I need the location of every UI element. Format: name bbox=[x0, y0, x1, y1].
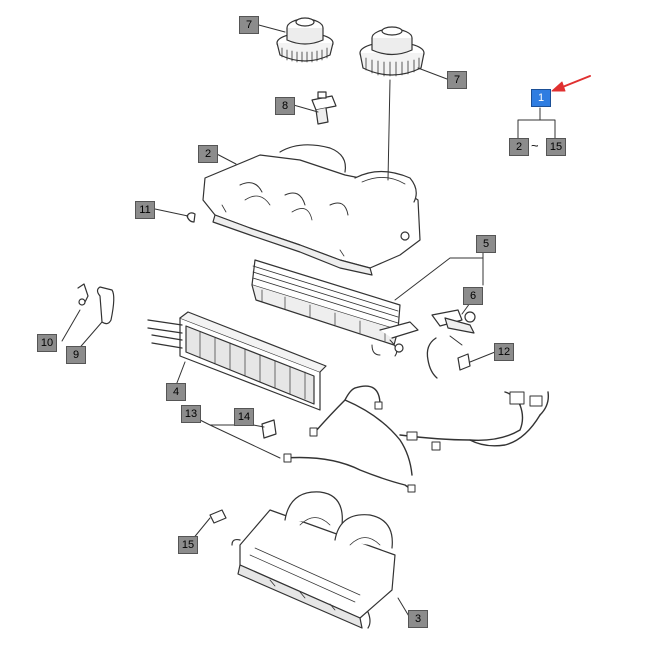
bracket-12 bbox=[457, 353, 471, 371]
blower-motor-right bbox=[359, 26, 425, 77]
callout-7-left: 7 bbox=[239, 16, 259, 34]
callout-8: 8 bbox=[275, 97, 295, 115]
blower-resistor bbox=[311, 91, 337, 125]
range-bracket bbox=[517, 107, 556, 139]
callout-6: 6 bbox=[463, 287, 483, 305]
callout-13: 13 bbox=[181, 405, 201, 423]
callout-3: 3 bbox=[408, 610, 428, 628]
callout-5: 5 bbox=[476, 235, 496, 253]
connector-14 bbox=[261, 419, 277, 439]
upper-housing bbox=[186, 144, 421, 276]
blower-motor-left bbox=[276, 17, 334, 63]
gasket-9 bbox=[96, 286, 115, 325]
callout-7-right: 7 bbox=[447, 71, 467, 89]
callout-15: 15 bbox=[178, 536, 198, 554]
callout-4: 4 bbox=[166, 383, 186, 401]
clip-10 bbox=[77, 283, 89, 306]
callout-2: 2 bbox=[198, 145, 218, 163]
range-start-label: 2 bbox=[509, 138, 529, 156]
evaporator-core bbox=[251, 259, 419, 357]
expansion-valve bbox=[426, 309, 476, 379]
clip-15 bbox=[209, 509, 227, 524]
callout-12: 12 bbox=[494, 343, 514, 361]
red-arrow-icon bbox=[551, 75, 591, 92]
lower-housing bbox=[231, 491, 396, 629]
range-separator: ~ bbox=[531, 138, 539, 153]
heater-core bbox=[147, 311, 327, 411]
callout-10: 10 bbox=[37, 334, 57, 352]
callout-11: 11 bbox=[135, 201, 155, 219]
range-end-label: 15 bbox=[546, 138, 566, 156]
callout-14: 14 bbox=[234, 408, 254, 426]
callout-9: 9 bbox=[66, 346, 86, 364]
callout-1-key: 1 bbox=[531, 89, 551, 107]
wiring-harness bbox=[283, 385, 550, 493]
